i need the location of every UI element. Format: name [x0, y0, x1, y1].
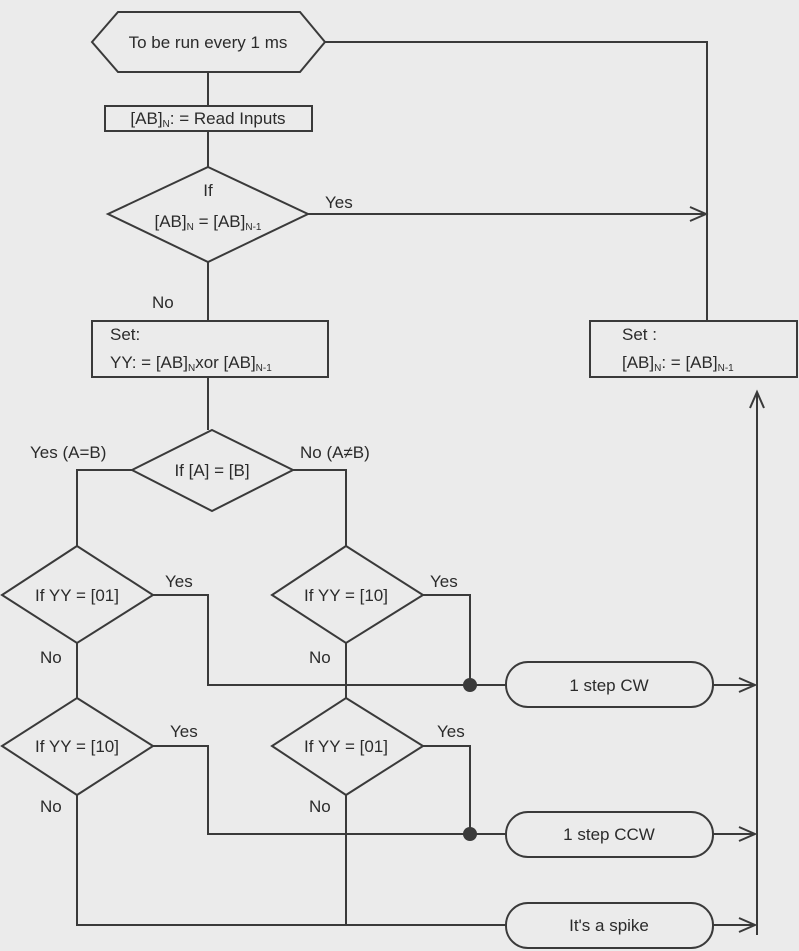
connector-left2-yes [153, 745, 470, 835]
set-prev-title: Set : [622, 325, 657, 344]
set-xor-expression: YY: = [AB]Nxor [AB]N-1 [110, 353, 272, 374]
left-decision-2-no: No [40, 797, 62, 816]
output-spike-label: It's a spike [569, 916, 649, 935]
right-decision-1-label: If YY = [10] [304, 586, 388, 605]
compare-if-label: If [203, 181, 213, 200]
right-decision-2-no: No [309, 797, 331, 816]
read-inputs-box: [AB]N: = Read Inputs [104, 105, 313, 132]
left-decision-2: If YY = [10] Yes No [0, 696, 198, 816]
left-decision-2-yes: Yes [170, 722, 198, 741]
output-ccw: 1 step CCW [505, 811, 714, 858]
output-cw: 1 step CW [505, 661, 714, 708]
output-spike: It's a spike [505, 902, 714, 949]
connectors [76, 41, 765, 935]
read-inputs-label: [AB]N: = Read Inputs [130, 109, 285, 130]
right-decision-2-label: If YY = [01] [304, 737, 388, 756]
left-decision-1-label: If YY = [01] [35, 586, 119, 605]
start-node: To be run every 1 ms [90, 11, 327, 73]
junction-dot-ccw [463, 827, 477, 841]
connector-left1-yes [153, 594, 470, 686]
compare-no-label: No [152, 293, 174, 312]
compare-decision: If [AB]N = [AB]N-1 Yes No [105, 165, 353, 312]
output-ccw-label: 1 step CCW [563, 825, 655, 844]
right-decision-1: If YY = [10] Yes No [270, 544, 458, 667]
set-xor-box: Set: YY: = [AB]Nxor [AB]N-1 [91, 320, 329, 378]
ab-check-no-label: No (A≠B) [300, 443, 370, 462]
start-label: To be run every 1 ms [129, 33, 288, 52]
left-decision-1: If YY = [01] Yes No [0, 544, 193, 667]
left-decision-2-label: If YY = [10] [35, 737, 119, 756]
left-decision-1-yes: Yes [165, 572, 193, 591]
connector-abcheck-no [293, 469, 347, 546]
set-prev-expression: [AB]N: = [AB]N-1 [622, 353, 734, 374]
compare-condition-label: [AB]N = [AB]N-1 [155, 212, 262, 233]
output-cw-label: 1 step CW [569, 676, 648, 695]
left-decision-1-no: No [40, 648, 62, 667]
junction-dot-cw [463, 678, 477, 692]
connector-abcheck-yes [76, 469, 132, 546]
compare-yes-label: Yes [325, 193, 353, 212]
connector-start-right [325, 41, 708, 321]
ab-check-yes-label: Yes (A=B) [30, 443, 106, 462]
set-xor-title: Set: [110, 325, 140, 344]
set-prev-box: Set : [AB]N: = [AB]N-1 [589, 320, 798, 378]
connector-right1-yes [423, 594, 471, 685]
right-decision-2: If YY = [01] Yes No [270, 696, 465, 816]
connector-right2-yes [423, 745, 471, 834]
ab-check-label: If [A] = [B] [174, 461, 249, 480]
right-decision-1-no: No [309, 648, 331, 667]
ab-check-decision: If [A] = [B] Yes (A=B) No (A≠B) [30, 428, 370, 513]
right-decision-1-yes: Yes [430, 572, 458, 591]
connector-left2-no [76, 795, 506, 926]
right-decision-2-yes: Yes [437, 722, 465, 741]
